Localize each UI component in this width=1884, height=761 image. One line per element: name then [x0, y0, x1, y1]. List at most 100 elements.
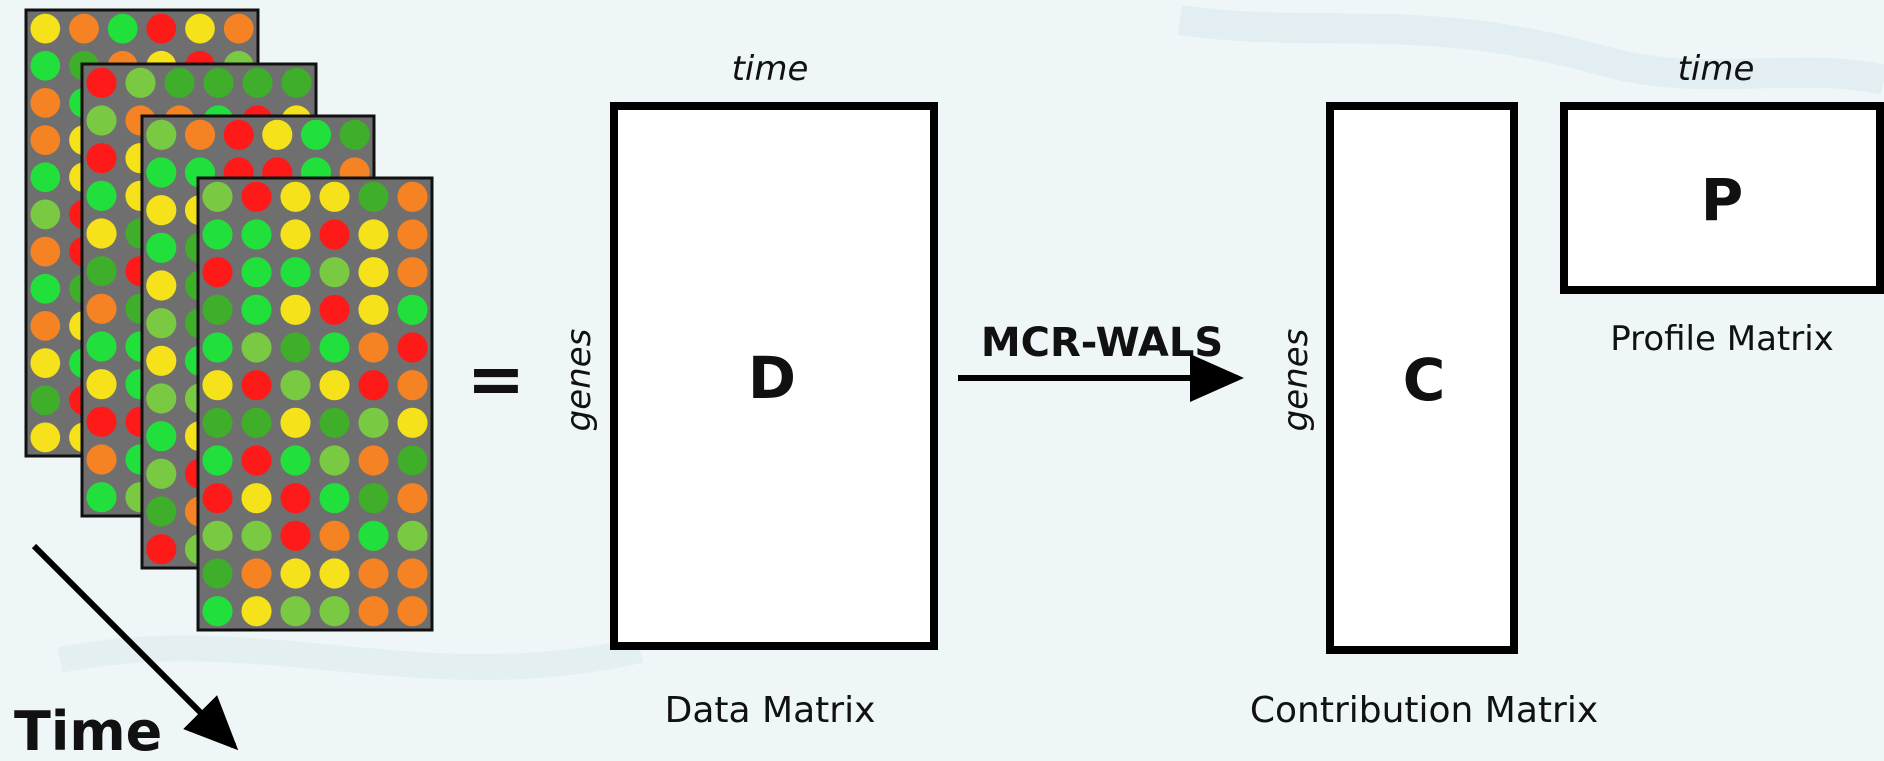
microarray-spot — [241, 483, 272, 514]
microarray-spot — [146, 157, 177, 188]
data-matrix-time-label: time — [732, 49, 809, 89]
microarray-spot — [397, 445, 428, 476]
microarray-spot — [146, 421, 177, 452]
equals-sign: = — [467, 338, 526, 420]
data-matrix-box — [610, 102, 938, 650]
microarray-spot — [86, 482, 117, 513]
contribution-matrix-genes-label: genes — [1276, 329, 1316, 432]
microarray-spot — [358, 596, 389, 627]
microarray-spot — [86, 369, 117, 400]
microarray-chip — [196, 176, 434, 632]
mcr-wals-label: MCR-WALS — [981, 320, 1223, 366]
microarray-spot — [69, 13, 99, 44]
microarray-spot — [30, 348, 61, 378]
microarray-spot — [397, 596, 428, 627]
microarray-spot — [319, 332, 350, 363]
microarray-spot — [164, 67, 195, 98]
profile-matrix-box — [1560, 102, 1884, 294]
microarray-spot — [241, 558, 272, 589]
microarray-spot — [202, 219, 233, 250]
microarray-spot — [397, 181, 428, 212]
microarray-spot — [319, 520, 350, 551]
microarray-spot — [397, 257, 428, 288]
microarray-spot — [146, 383, 177, 414]
microarray-spot — [241, 596, 272, 627]
profile-matrix-time-label: time — [1678, 49, 1755, 89]
microarray-spot — [30, 385, 61, 416]
background-swoosh — [1177, 5, 1884, 95]
microarray-spot — [280, 332, 311, 363]
microarray-spot — [86, 218, 117, 249]
microarray-spot — [319, 483, 350, 514]
microarray-spot — [125, 67, 156, 98]
contribution-matrix-letter: C — [1403, 346, 1446, 414]
microarray-spot — [202, 483, 233, 514]
microarray-spot — [30, 88, 61, 118]
microarray-spot — [358, 483, 389, 514]
microarray-spot — [281, 67, 312, 98]
microarray-spot — [86, 406, 117, 437]
microarray-spot — [86, 331, 117, 362]
microarray-spot — [146, 13, 177, 44]
microarray-spot — [319, 294, 350, 325]
microarray-spot — [319, 181, 350, 212]
microarray-spot — [223, 13, 254, 44]
microarray-spot — [146, 496, 177, 527]
microarray-spot — [30, 311, 61, 341]
microarray-spot — [185, 13, 215, 44]
microarray-spot — [241, 445, 272, 476]
microarray-spot — [146, 534, 177, 565]
microarray-spot — [300, 119, 332, 150]
microarray-spot — [397, 520, 428, 551]
microarray-spot — [242, 67, 273, 98]
microarray-spot — [202, 558, 233, 589]
microarray-spot — [319, 257, 350, 288]
profile-matrix-letter: P — [1701, 166, 1744, 234]
data-matrix-letter: D — [748, 344, 796, 412]
microarray-spot — [146, 195, 177, 226]
microarray-spot — [319, 445, 350, 476]
contribution-matrix-box — [1326, 102, 1518, 654]
microarray-spot — [241, 520, 272, 551]
microarray-spot — [358, 332, 389, 363]
microarray-spot — [280, 257, 311, 288]
microarray-spot — [241, 332, 272, 363]
microarray-spot — [397, 370, 428, 401]
microarray-spot — [86, 256, 117, 287]
microarray-spot — [280, 596, 311, 627]
microarray-spot — [86, 67, 117, 98]
microarray-spot — [319, 370, 350, 401]
microarray-spot — [86, 293, 117, 324]
microarray-spot — [241, 294, 272, 325]
microarray-spot — [30, 273, 61, 304]
microarray-spot — [358, 294, 389, 325]
microarray-spot — [30, 162, 61, 193]
microarray-spot — [203, 67, 234, 98]
microarray-spot — [202, 181, 233, 212]
microarray-spot — [280, 407, 311, 438]
microarray-spot — [358, 445, 389, 476]
microarray-spot — [202, 332, 233, 363]
microarray-spot — [319, 596, 350, 627]
microarray-spot — [146, 458, 177, 489]
microarray-spot — [146, 119, 177, 150]
data-matrix-caption: Data Matrix — [665, 690, 876, 731]
microarray-spot — [202, 257, 233, 288]
microarray-spot — [280, 294, 311, 325]
microarray-spot — [358, 558, 389, 589]
microarray-spot — [202, 407, 233, 438]
microarray-spot — [30, 50, 61, 81]
microarray-spot — [280, 370, 311, 401]
microarray-spot — [30, 422, 61, 453]
microarray-spot — [86, 180, 117, 211]
microarray-spot — [397, 219, 428, 250]
microarray-spot — [319, 219, 350, 250]
microarray-spot — [397, 294, 428, 325]
data-matrix-genes-label: genes — [559, 329, 599, 432]
microarray-spot — [146, 232, 177, 263]
microarray-spot — [358, 407, 389, 438]
profile-matrix-caption: Profile Matrix — [1610, 319, 1834, 359]
microarray-spot — [146, 345, 177, 376]
microarray-spot — [397, 332, 428, 363]
